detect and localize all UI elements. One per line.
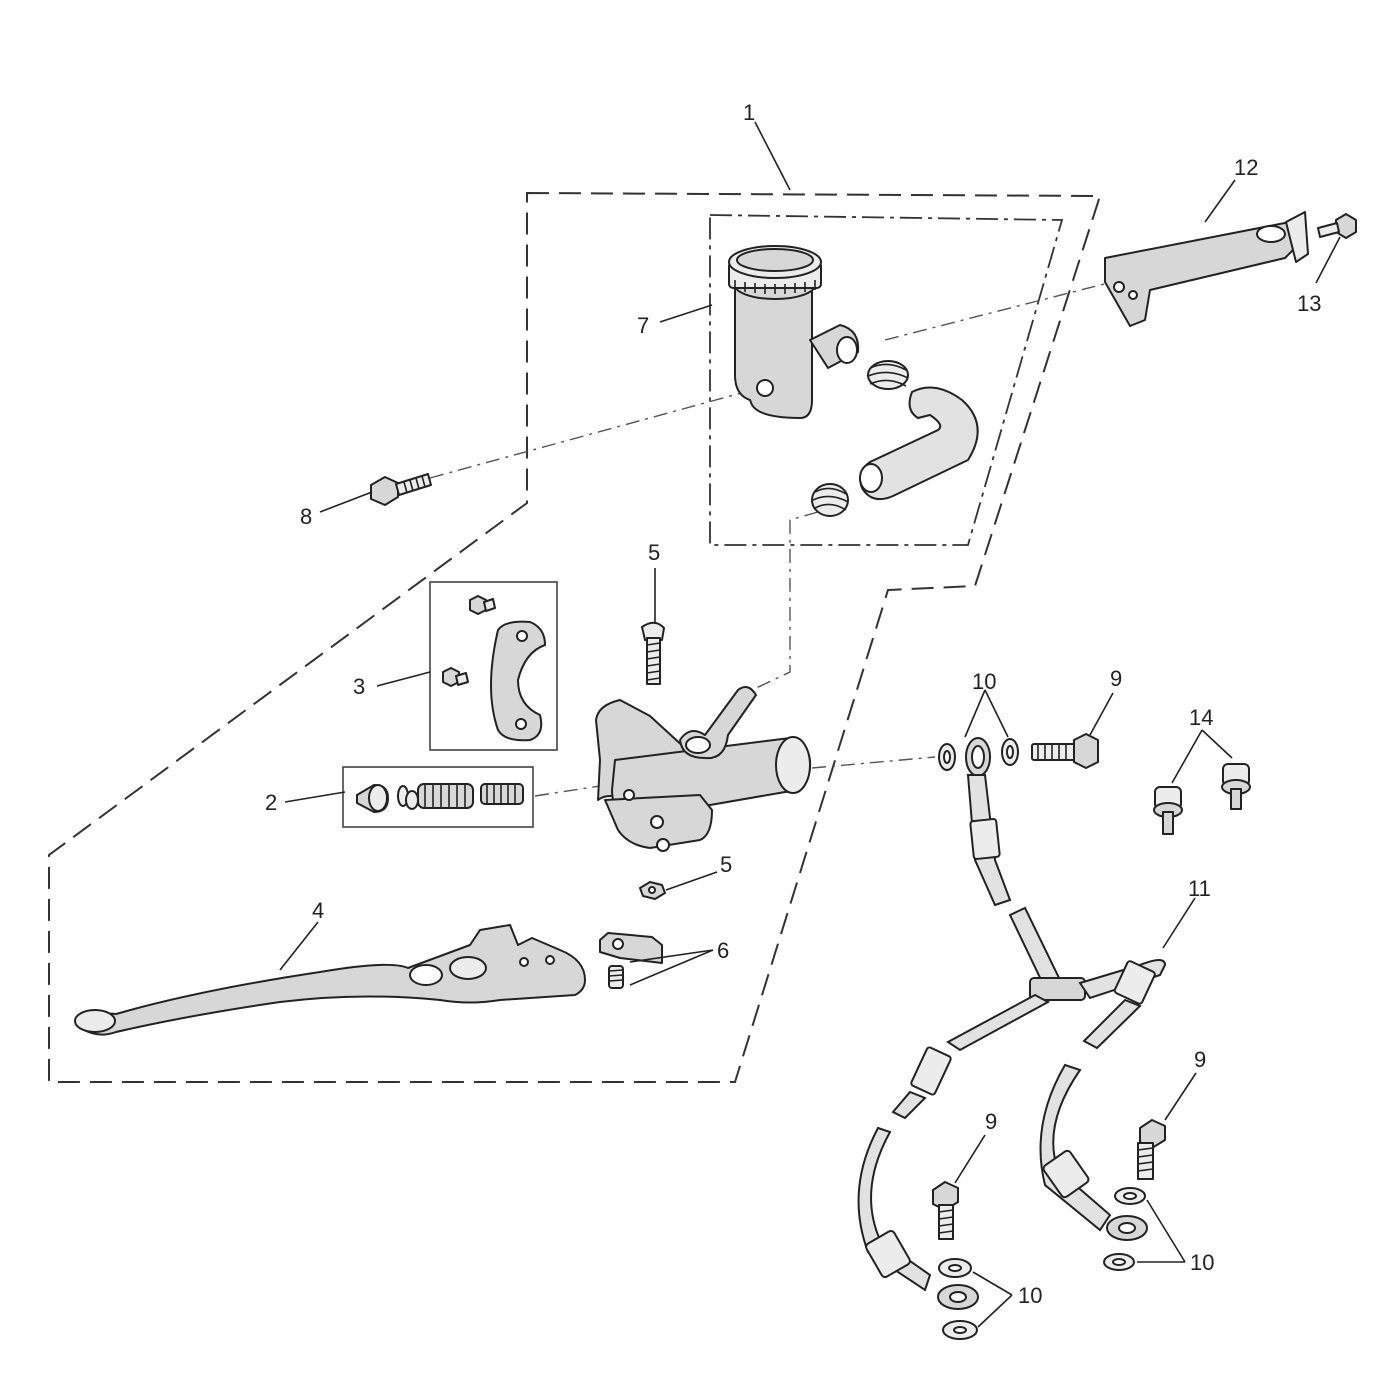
hose-clip-lower — [811, 483, 849, 517]
callout-5-upper: 5 — [648, 540, 660, 565]
lever-part-4 — [74, 924, 586, 1036]
bolt-part-8 — [370, 473, 432, 506]
screw-part-13 — [1317, 213, 1357, 239]
hose-clip-upper — [867, 360, 909, 390]
callout-12: 12 — [1234, 155, 1258, 180]
callout-5-lower: 5 — [720, 852, 732, 877]
nut-part-5-lower — [639, 881, 666, 900]
alignment-line-bolt-8 — [429, 391, 746, 479]
banjo-lower-right-assembly — [1103, 1119, 1166, 1271]
callout-1: 1 — [743, 100, 755, 125]
master-cylinder-body — [595, 685, 812, 852]
callout-10-lower-right: 10 — [1190, 1250, 1214, 1275]
hose-clips-part-14 — [1153, 763, 1251, 835]
screw-part-5-upper — [641, 621, 665, 685]
piston-kit-part-2 — [356, 783, 524, 813]
bracket-part-12 — [1104, 211, 1309, 327]
alignment-line-banjo — [811, 756, 936, 769]
reservoir-kit-boundary — [709, 214, 1064, 546]
alignment-line-bracket-12 — [884, 282, 1109, 341]
callout-13: 13 — [1297, 291, 1321, 316]
callout-11: 11 — [1188, 876, 1211, 901]
reservoir-part-7 — [728, 245, 860, 419]
brake-hose-upper — [966, 774, 1012, 907]
callout-8: 8 — [300, 504, 312, 529]
callout-labels: 1 2 3 4 5 5 6 7 8 9 9 9 10 10 10 11 12 1… — [265, 100, 1321, 1308]
leader-lines — [279, 121, 1341, 1328]
clamp-part-3 — [442, 595, 546, 742]
assembly-1-boundary — [48, 191, 1102, 1083]
callout-6: 6 — [717, 938, 729, 963]
callout-3: 3 — [353, 674, 365, 699]
callout-2: 2 — [265, 790, 277, 815]
alignment-line-hose-down — [751, 511, 819, 691]
callout-10-upper: 10 — [972, 669, 996, 694]
callout-10-lower-left: 10 — [1018, 1283, 1042, 1308]
clamp-kit-box — [429, 581, 558, 751]
banjo-lower-left-assembly — [932, 1181, 979, 1340]
callout-7: 7 — [637, 313, 649, 338]
reservoir-hose — [859, 386, 979, 501]
callout-4: 4 — [312, 898, 324, 923]
callout-9-lower-left: 9 — [985, 1109, 997, 1134]
callout-9-upper: 9 — [1110, 666, 1122, 691]
piston-kit-box — [342, 766, 534, 828]
callout-14: 14 — [1189, 705, 1213, 730]
banjo-upper-assembly — [938, 733, 1099, 777]
brake-hose-part-11 — [857, 906, 1167, 1292]
callout-9-lower-right: 9 — [1194, 1047, 1206, 1072]
plate-part-6 — [599, 932, 663, 989]
alignment-line-piston — [534, 785, 601, 797]
